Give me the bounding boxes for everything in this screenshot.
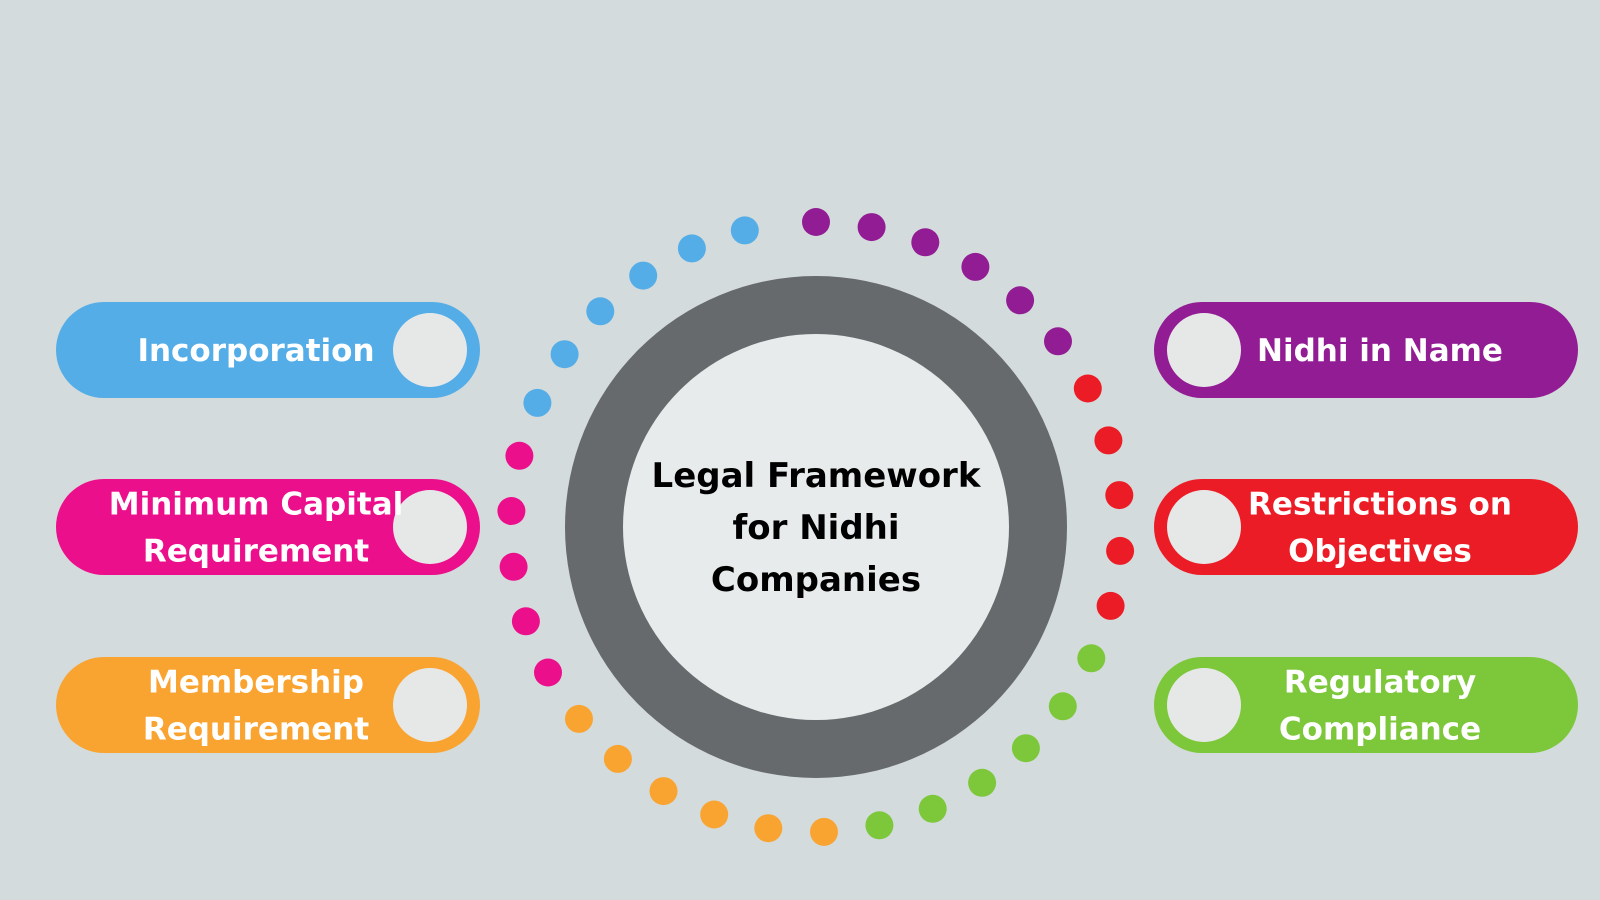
ring-dot xyxy=(700,800,729,829)
pill-knob xyxy=(1167,490,1241,564)
ring-dot xyxy=(1094,426,1123,455)
topic-pill: Restrictions on Objectives xyxy=(1154,479,1578,575)
ring-dot xyxy=(499,552,528,581)
ring-dot xyxy=(1073,374,1102,403)
ring-dot xyxy=(1011,734,1040,763)
pill-label-line: Compliance xyxy=(1279,712,1481,748)
ring-dot xyxy=(1105,481,1134,510)
pill-body xyxy=(1154,302,1578,398)
ring-dot xyxy=(1006,286,1035,315)
ring-dot xyxy=(802,208,830,236)
ring-dot xyxy=(629,261,658,290)
pill-label-line: Requirement xyxy=(143,712,369,748)
pill-label: Nidhi in Name xyxy=(1257,333,1503,369)
pill-knob xyxy=(393,313,467,387)
pill-label-line: Regulatory xyxy=(1284,665,1476,701)
pill-knob xyxy=(393,490,467,564)
ring-dot xyxy=(586,297,615,326)
ring-dot xyxy=(523,388,552,417)
ring-dot xyxy=(1096,591,1125,620)
pill-body xyxy=(1154,479,1578,575)
pill-label-line: Requirement xyxy=(143,534,369,570)
ring-dot xyxy=(505,441,534,470)
pill-body xyxy=(56,657,480,753)
pill-body xyxy=(1154,657,1578,753)
ring-dot xyxy=(1048,692,1077,721)
ring-dot xyxy=(1044,327,1072,356)
topic-pill: Nidhi in Name xyxy=(1154,302,1578,398)
pill-body xyxy=(56,302,480,398)
ring-dot xyxy=(603,744,632,773)
ring-dot xyxy=(730,216,759,245)
ring-dot xyxy=(534,658,562,687)
ring-dot xyxy=(857,213,886,242)
ring-dot xyxy=(550,340,579,369)
pill-label-line: Membership xyxy=(148,665,364,701)
ring-dot xyxy=(677,234,706,263)
ring-dot xyxy=(961,252,990,281)
pill-knob xyxy=(393,668,467,742)
ring-dot xyxy=(565,704,593,733)
ring-dot xyxy=(649,777,678,806)
topic-pill: Incorporation xyxy=(56,302,480,398)
center-title-line: Legal Framework xyxy=(652,456,982,496)
ring-dot xyxy=(497,497,526,525)
ring-dot xyxy=(968,768,997,797)
ring-dot xyxy=(511,607,540,636)
center-title-line: Companies xyxy=(711,560,921,600)
pill-label-line: Restrictions on xyxy=(1248,487,1512,523)
pill-label-line: Objectives xyxy=(1288,534,1472,570)
center-circle xyxy=(623,334,1009,720)
pill-label-line: Minimum Capital xyxy=(109,487,404,523)
ring-dot xyxy=(754,814,783,843)
pill-knob xyxy=(1167,668,1241,742)
pill-label: Restrictions on Objectives xyxy=(1248,487,1512,570)
pill-label: Incorporation xyxy=(137,333,374,369)
ring-dot xyxy=(918,794,947,823)
ring-dot xyxy=(810,817,838,846)
pill-body xyxy=(56,479,480,575)
pill-knob xyxy=(1167,313,1241,387)
center-title-line: for Nidhi xyxy=(732,508,899,548)
ring-dot xyxy=(865,811,894,840)
dot-ring xyxy=(497,208,1135,846)
pill-label-line: Nidhi in Name xyxy=(1257,333,1503,369)
ring-dot xyxy=(911,228,940,257)
ring-dot xyxy=(1077,644,1106,673)
pill-label-line: Incorporation xyxy=(137,333,374,369)
ring-dot xyxy=(1106,536,1135,565)
